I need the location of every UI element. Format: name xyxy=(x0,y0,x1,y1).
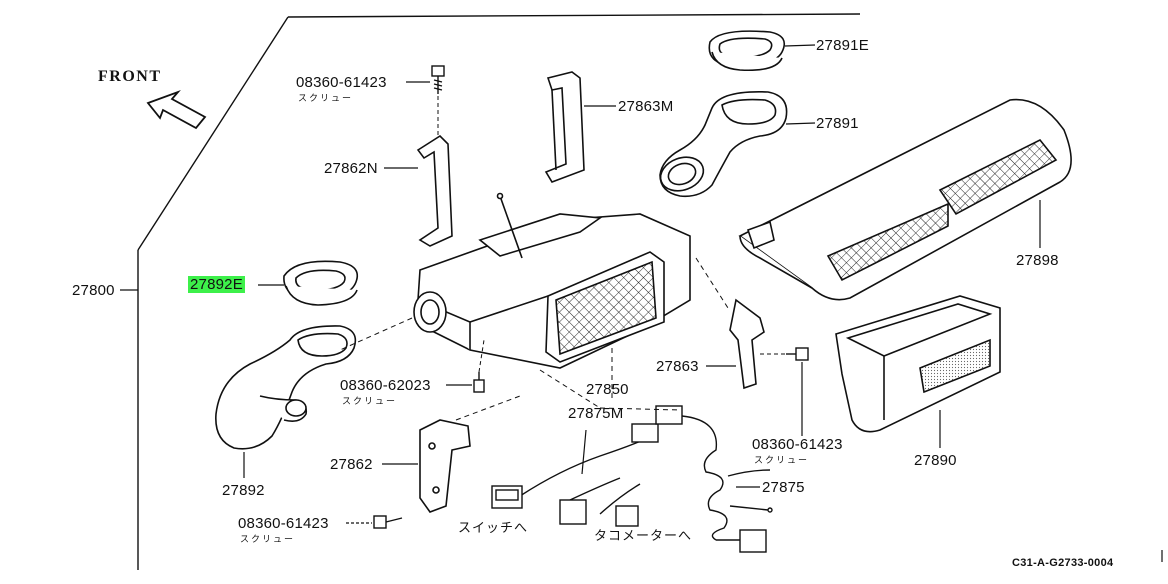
part-27862N-shape xyxy=(416,134,453,247)
part-27863-shape xyxy=(729,298,765,390)
note-to-switch: スイッチへ xyxy=(458,520,529,535)
screw-sub-1: スクリュー xyxy=(298,93,354,103)
part-label-27891E[interactable]: 27891E xyxy=(816,37,869,54)
part-27898-shape xyxy=(738,98,1072,301)
part-27891E-shape xyxy=(708,30,786,72)
part-label-27863M[interactable]: 27863M xyxy=(618,98,674,115)
part-27850-shape xyxy=(417,192,691,369)
frame-outline xyxy=(137,13,861,570)
screw-4-shape xyxy=(373,515,403,529)
part-label-27892[interactable]: 27892 xyxy=(222,482,265,499)
part-27863M-shape xyxy=(544,71,585,183)
part-label-27892E[interactable]: 27892E xyxy=(188,276,245,293)
screw-3-shape xyxy=(786,347,809,361)
note-to-tachometer: タコメーターへ xyxy=(594,528,693,543)
housing-inlet-shape xyxy=(413,291,447,333)
part-27890-shape xyxy=(835,295,1001,433)
screw-sub-4: スクリュー xyxy=(240,534,296,544)
part-27892-shape xyxy=(215,325,357,450)
front-arrow-icon xyxy=(146,89,207,130)
diagram-code: C31-A-G2733-0004 xyxy=(1012,557,1114,569)
part-27875M-shape xyxy=(491,405,683,527)
screw-1-shape xyxy=(431,65,445,94)
screw-label-1[interactable]: 08360-61423 xyxy=(296,74,387,91)
part-label-27863[interactable]: 27863 xyxy=(656,358,699,375)
part-label-27875[interactable]: 27875 xyxy=(762,479,805,496)
part-label-27862[interactable]: 27862 xyxy=(330,456,373,473)
screw-sub-3: スクリュー xyxy=(754,455,810,465)
part-27862-shape xyxy=(419,419,471,513)
part-label-27800[interactable]: 27800 xyxy=(72,282,115,299)
front-label: FRONT xyxy=(98,68,162,85)
screw-label-3[interactable]: 08360-61423 xyxy=(752,436,843,453)
part-label-27898[interactable]: 27898 xyxy=(1016,252,1059,269)
part-label-27891[interactable]: 27891 xyxy=(816,115,859,132)
part-label-27862N[interactable]: 27862N xyxy=(324,160,378,177)
screw-2-shape xyxy=(473,372,485,393)
part-label-27875M[interactable]: 27875M xyxy=(568,405,624,422)
part-27892E-shape xyxy=(283,260,359,306)
screw-label-2[interactable]: 08360-62023 xyxy=(340,377,431,394)
screw-label-4[interactable]: 08360-61423 xyxy=(238,515,329,532)
highlight-marker: 27892E xyxy=(188,276,245,293)
screw-sub-2: スクリュー xyxy=(342,396,398,406)
part-label-27890[interactable]: 27890 xyxy=(914,452,957,469)
part-27891-shape xyxy=(659,91,788,198)
part-label-27850[interactable]: 27850 xyxy=(586,381,629,398)
part-27875-shape xyxy=(681,415,773,553)
